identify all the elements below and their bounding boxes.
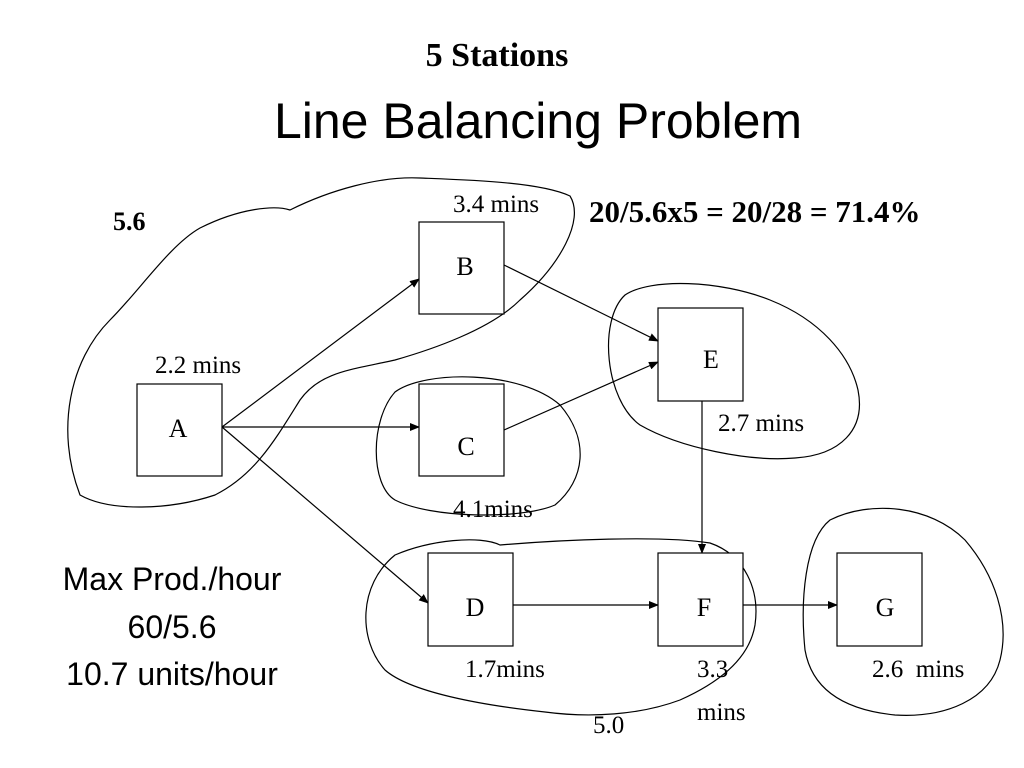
- task-time-b: 3.4 mins: [453, 191, 539, 218]
- task-time-e: 2.7 mins: [718, 410, 804, 437]
- task-label-g: G: [876, 593, 895, 622]
- task-label-f: F: [697, 593, 711, 622]
- task-box-c: C: [418, 383, 505, 477]
- task-box-f: F: [657, 552, 744, 647]
- station-df-time: 5.0: [593, 712, 624, 739]
- task-time-f-unit: mins: [697, 699, 746, 726]
- task-box-b: B: [418, 221, 505, 315]
- task-time-d: 1.7mins: [465, 656, 545, 683]
- task-box-d: D: [427, 552, 514, 647]
- task-label-b: B: [456, 252, 473, 281]
- max-production-label: Max Prod./hour: [63, 561, 282, 597]
- station-outline-g: [802, 507, 1004, 716]
- efficiency-formula: 20/5.6x5 = 20/28 = 71.4%: [589, 194, 921, 229]
- arrow-a-to-b: [221, 278, 420, 428]
- task-time-a: 2.2 mins: [155, 352, 241, 379]
- task-time-f-value: 3.3: [697, 656, 728, 683]
- arrow-c-to-e: [503, 361, 659, 431]
- max-production-formula: 60/5.6: [128, 609, 217, 645]
- station-outline-c: [375, 376, 581, 516]
- task-box-e: E: [657, 307, 744, 402]
- arrow-b-to-e: [503, 264, 659, 342]
- task-label-c: C: [457, 432, 474, 461]
- task-box-g: G: [836, 552, 923, 647]
- task-label-e: E: [703, 345, 719, 374]
- max-production-result: 10.7 units/hour: [66, 656, 278, 692]
- task-box-a: A: [136, 383, 223, 477]
- task-time-g: 2.6 mins: [872, 656, 964, 683]
- task-time-c: 4.1mins: [453, 496, 533, 523]
- station1-cycle-time: 5.6: [113, 207, 146, 236]
- slide-title: Line Balancing Problem: [274, 93, 802, 149]
- slide-subtitle: 5 Stations: [426, 37, 569, 74]
- station-outline-e: [607, 282, 860, 460]
- station-outline-df: [365, 538, 757, 716]
- task-label-d: D: [466, 593, 485, 622]
- task-label-a: A: [169, 414, 188, 443]
- arrow-a-to-d: [221, 426, 429, 604]
- station-outline-ab: [67, 177, 575, 508]
